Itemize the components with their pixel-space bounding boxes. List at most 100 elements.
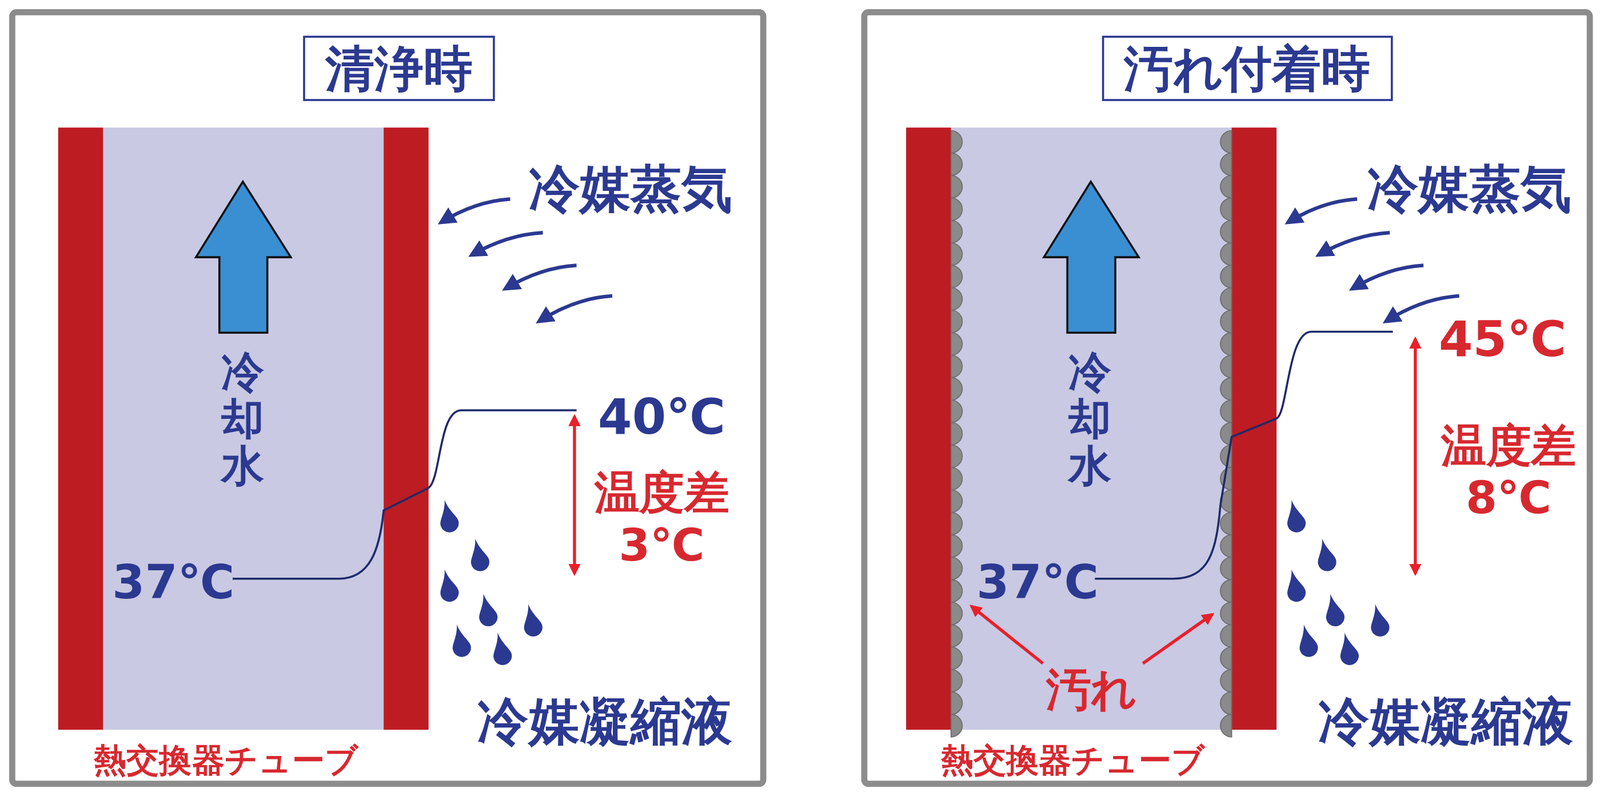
fouling-bump — [951, 310, 963, 333]
fouling-bump — [951, 332, 963, 355]
condensate-droplet — [1313, 536, 1338, 573]
refrigerant-vapour-label: 冷媒蒸気 — [1367, 161, 1572, 218]
fouling-bump — [1220, 579, 1232, 602]
fouling-bump — [1220, 400, 1232, 423]
temperature-difference-arrow — [572, 416, 576, 574]
fouling-bump — [951, 557, 963, 580]
fouling-bump — [1220, 242, 1232, 266]
vapour-temperature: 40℃ — [597, 389, 726, 444]
panel-title-box: 汚れ付着時 — [1101, 35, 1393, 102]
condensate-droplet — [447, 622, 473, 659]
fouling-bump — [1220, 310, 1232, 333]
fouling-bump — [1220, 355, 1232, 378]
cooling-water — [102, 127, 384, 730]
fouling-bump — [951, 355, 963, 378]
temperature-difference-arrow — [1413, 338, 1417, 574]
tube-wall — [383, 127, 429, 730]
fouling-bump — [951, 242, 963, 266]
fouling-bump — [1220, 197, 1232, 221]
fouling-bump — [951, 624, 963, 648]
fouling-bump — [951, 692, 963, 715]
fouling-bump — [951, 647, 963, 670]
fouling-bump — [1220, 535, 1232, 558]
temperature-profile — [232, 410, 577, 580]
vapour-arrow — [1318, 232, 1390, 255]
fouling-bump — [951, 130, 963, 154]
condensate-droplet — [1282, 497, 1308, 534]
fouling-bump — [1220, 175, 1232, 198]
fouling-bump — [951, 602, 963, 625]
temperature-difference: 温度差 3℃ — [589, 467, 734, 572]
panel-title-box: 清浄時 — [302, 35, 496, 102]
vapour-arrow — [471, 232, 544, 255]
fouling-layer — [951, 130, 1232, 738]
fouling-bump — [1220, 265, 1232, 288]
cooling-water-label: 冷却水 — [221, 349, 265, 491]
heat-exchanger-tube — [906, 127, 1460, 737]
fouling-bump — [951, 535, 963, 558]
fouling-bump — [951, 467, 963, 490]
panel-frame — [12, 12, 764, 784]
condensate-droplet — [519, 602, 544, 639]
fouling-bump — [951, 265, 963, 288]
fouling-bump — [951, 422, 963, 445]
tube-wall — [906, 127, 952, 730]
temperature-profile — [1094, 331, 1393, 579]
vapour-arrow — [505, 265, 577, 289]
leader-arrow — [1142, 614, 1212, 664]
refrigerant-condensate-label: 冷媒凝縮液 — [477, 694, 733, 751]
fouling-bump — [951, 445, 963, 468]
condensate-droplet — [435, 497, 461, 534]
tube-wall — [58, 127, 104, 730]
fouling-label: 汚れ — [1046, 665, 1137, 716]
water-temperature: 37℃ — [112, 556, 235, 608]
panel-title: 汚れ付着時 — [1123, 41, 1370, 95]
fouling-bump — [951, 153, 963, 176]
condensate-droplet — [474, 592, 500, 629]
vapour-arrow — [539, 296, 613, 322]
fouling-bump — [951, 579, 963, 602]
tube-label: 熱交換器チューブ — [940, 743, 1206, 780]
fouling-bump — [1220, 130, 1232, 154]
fouling-bump — [1220, 647, 1232, 670]
condensate-droplet — [1282, 567, 1308, 604]
fouling-bump — [951, 288, 963, 311]
refrigerant-condensate-label: 冷媒凝縮液 — [1318, 694, 1574, 751]
temperature-difference: 温度差 8℃ — [1436, 420, 1580, 525]
vapour-arrow — [1351, 265, 1424, 289]
condensate-droplet — [466, 536, 492, 573]
water-temperature: 37℃ — [976, 556, 1099, 608]
condensate-droplet — [435, 567, 461, 604]
vapour-arrow — [440, 198, 510, 223]
fouling-bump — [951, 400, 963, 423]
vapour-temperature: 45℃ — [1438, 312, 1567, 367]
fouling-bump — [951, 489, 963, 513]
fouling-bump — [1220, 714, 1232, 737]
fouling-bump — [1220, 669, 1232, 693]
cooling-water-label: 冷却水 — [1068, 349, 1112, 491]
tube-label: 熱交換器チューブ — [93, 743, 358, 780]
fouling-bump — [1220, 557, 1232, 580]
fouling-bump — [1220, 153, 1232, 176]
condensate-droplet — [1335, 631, 1360, 668]
fouling-bump — [1220, 512, 1232, 536]
flow-arrow — [1043, 181, 1139, 333]
fouling-bump — [1220, 624, 1232, 648]
fouling-bump — [951, 175, 963, 198]
fouling-bump — [951, 220, 963, 243]
refrigerant-vapour-label: 冷媒蒸気 — [528, 161, 733, 218]
condensate-droplet — [1366, 602, 1391, 639]
fouling-bump — [951, 669, 963, 693]
heat-exchanger-tube — [58, 127, 613, 730]
panel-title: 清浄時 — [325, 41, 473, 95]
flow-arrow — [196, 181, 291, 333]
panel-frame — [864, 12, 1590, 784]
fouling-bump — [1220, 692, 1232, 715]
condensate-droplet — [488, 631, 514, 668]
fouling-bump — [1220, 377, 1232, 401]
fouling-bump — [951, 714, 963, 737]
fouling-bump — [1220, 288, 1232, 311]
fouling-bump — [1220, 602, 1232, 625]
fouling-bump — [951, 512, 963, 536]
condensate-droplet — [1294, 622, 1320, 659]
